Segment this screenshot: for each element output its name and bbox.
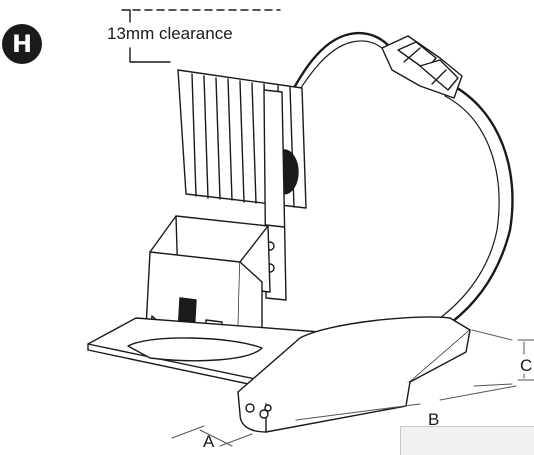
dimension-lines: [171, 329, 534, 447]
power-cable: [280, 31, 514, 324]
step-badge: H: [2, 24, 42, 64]
cable-connector: [381, 35, 463, 99]
clearance-label: 13mm clearance: [107, 24, 233, 43]
clearance-bracket: [121, 9, 281, 63]
led-driver: [237, 316, 471, 433]
dimension-label-a: A: [203, 432, 215, 451]
dimension-label-c: C: [520, 356, 533, 375]
step-badge-letter: H: [11, 30, 33, 58]
dimension-label-b: B: [428, 410, 440, 429]
trim-plate: [87, 317, 321, 387]
corner-panel: [400, 426, 534, 455]
